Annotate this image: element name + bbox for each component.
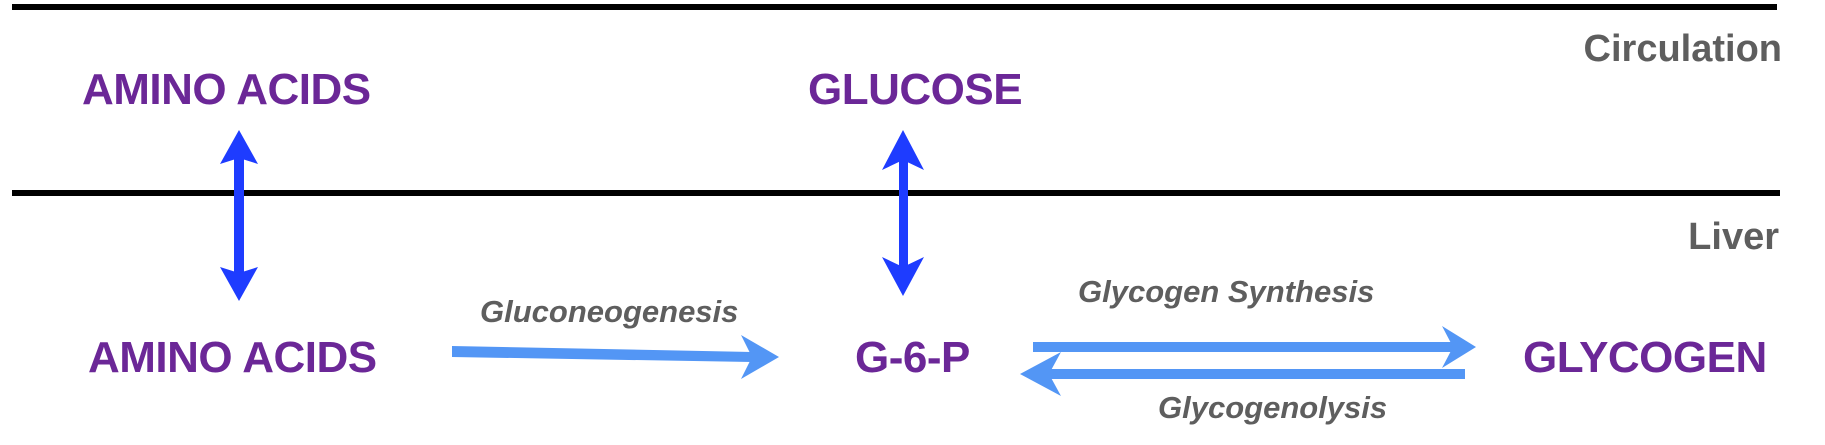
- glucose-transport-arrow: [882, 130, 924, 296]
- glycogenolysis-label: Glycogenolysis: [1158, 390, 1388, 425]
- glucose-node: GLUCOSE: [808, 65, 1023, 114]
- liver-label: Liver: [1688, 216, 1779, 258]
- top-divider-line: [12, 4, 1777, 10]
- circulation-label: Circulation: [1583, 28, 1782, 70]
- amino-acids-liver-node: AMINO ACIDS: [88, 333, 377, 382]
- g6p-node: G-6-P: [855, 333, 970, 382]
- gluconeogenesis-label: Gluconeogenesis: [480, 294, 739, 329]
- glycogenolysis-arrow: [1020, 352, 1465, 396]
- glycogen-node: GLYCOGEN: [1523, 333, 1767, 382]
- amino-acids-circulation-node: AMINO ACIDS: [82, 65, 371, 114]
- glycogen-synthesis-arrow: [1033, 326, 1476, 368]
- amino-acids-transport-arrow: [220, 130, 258, 301]
- glycogen-synthesis-label: Glycogen Synthesis: [1078, 274, 1375, 309]
- circulation-liver-divider-line: [12, 190, 1780, 196]
- gluconeogenesis-arrow: [452, 335, 779, 379]
